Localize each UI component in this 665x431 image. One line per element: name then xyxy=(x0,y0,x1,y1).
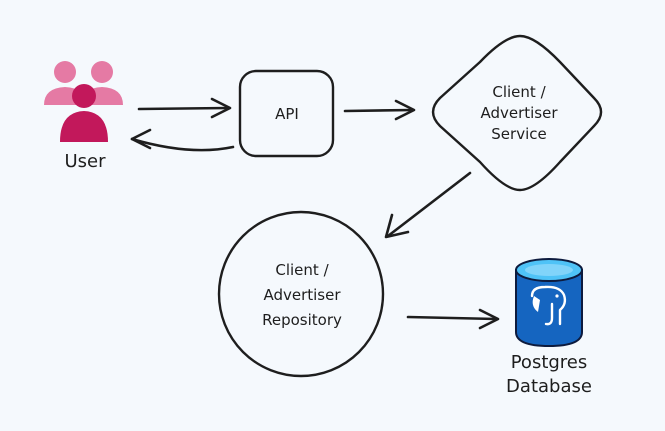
service-label-line-1: Client / xyxy=(492,83,546,101)
users-group-icon xyxy=(44,61,123,142)
database-label-line-2: Database xyxy=(506,376,592,397)
repository-label-line-3: Repository xyxy=(262,311,342,329)
service-label-line-3: Service xyxy=(491,125,546,143)
arrow-api-to-user xyxy=(130,128,235,152)
user-label: User xyxy=(64,151,106,172)
repository-node: Client / Advertiser Repository xyxy=(217,210,385,378)
api-label: API xyxy=(275,105,299,123)
arrow-repository-to-database xyxy=(406,308,500,330)
arrow-api-to-service xyxy=(343,99,416,121)
repository-label-line-1: Client / xyxy=(275,261,329,279)
postgres-elephant-icon xyxy=(515,258,583,348)
repository-label-line-2: Advertiser xyxy=(263,286,341,304)
service-node: Client / Advertiser Service xyxy=(431,34,603,192)
service-label-line-2: Advertiser xyxy=(480,104,558,122)
api-node: API xyxy=(238,69,335,158)
database-label-line-1: Postgres xyxy=(511,352,588,373)
arrow-user-to-api xyxy=(137,97,232,119)
arrow-service-to-repository xyxy=(384,171,472,239)
